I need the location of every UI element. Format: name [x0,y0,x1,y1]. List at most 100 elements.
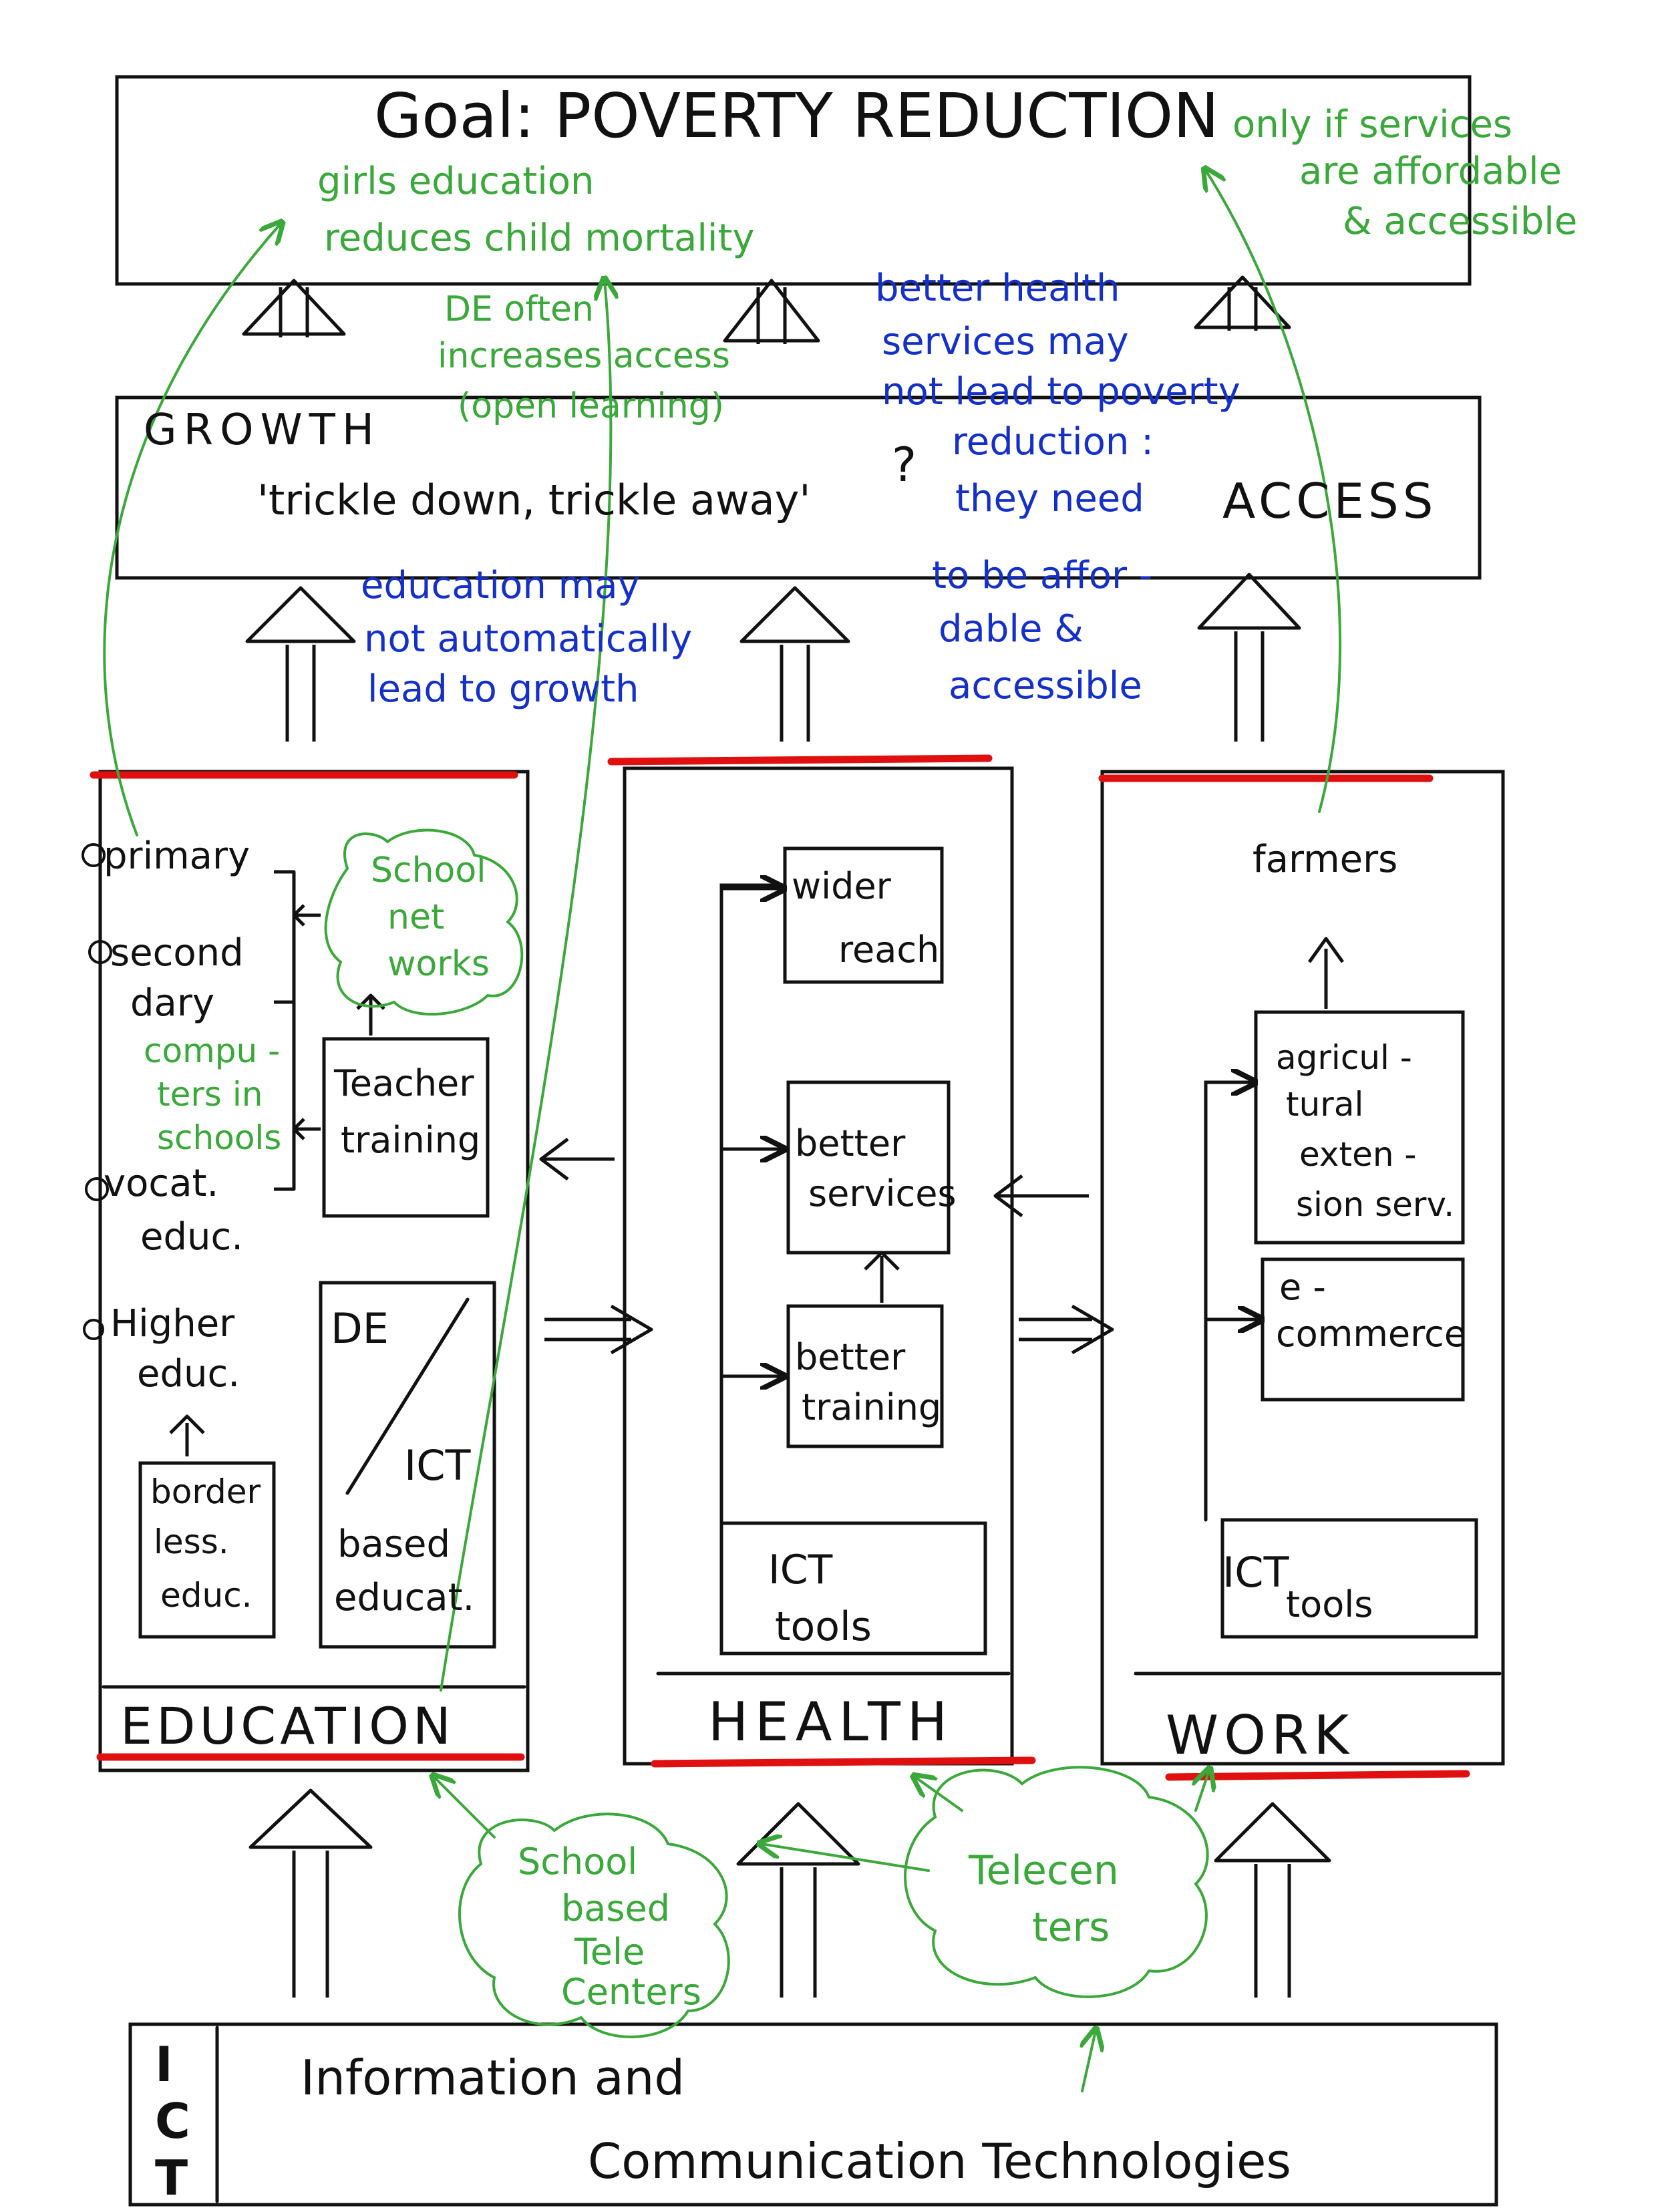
work-red-bottom [1165,1770,1470,1781]
note-dable: dable & [939,607,1084,651]
growth-title: GROWTH [144,406,381,455]
arrow-left-icon [539,1138,615,1180]
arrow-up-icon [356,993,385,1036]
edu-vocat-2: educ. [140,1215,243,1259]
arrow-up-icon [864,1251,900,1303]
edu-higher-1: Higher [110,1302,235,1346]
teacher-training-1: Teacher [333,1062,474,1104]
health-red-top [607,754,993,766]
arrow-up-icon [723,279,820,344]
note-they-need: they need [955,477,1144,520]
note-better-health: better health [875,267,1120,310]
ecommerce-1: e - [1279,1266,1326,1308]
telecenters-1: Telecen [968,1847,1119,1894]
wider-reach-2: reach [838,929,939,971]
ict-label: ICT [404,1441,472,1490]
goal-box [115,75,1472,286]
arrow-up-icon [248,1788,373,1998]
education-column [98,770,530,1772]
school-networks-2: net [387,897,444,937]
ict-based-1: based [337,1523,450,1566]
note-lead-to-growth: lead to growth [367,667,639,711]
note-accessible-blue: accessible [949,664,1142,707]
note-to-be-affordable: to be affor - [932,554,1152,597]
ict-letter-c: C [155,2093,190,2149]
note-de-often: DE often [444,289,594,329]
work-label: WORK [1166,1704,1354,1766]
computers-3: schools [157,1118,281,1157]
health-red-bottom [651,1756,1036,1768]
growth-access: ACCESS [1222,473,1437,529]
health-ict-tools-2: tools [775,1603,872,1650]
agricultural-2: tural [1286,1085,1363,1124]
wider-reach-1: wider [792,865,892,907]
agricultural-3: exten - [1299,1135,1416,1174]
ict-line-1: Information and [301,2050,685,2106]
borderless-3: educ. [160,1576,253,1615]
agricultural-4: sion serv. [1296,1185,1454,1224]
ict-based-2: educat. [334,1576,474,1619]
edu-secondary-1: second [110,931,244,975]
arrow-up-icon [169,1414,205,1456]
school-networks-3: works [387,944,490,984]
note-accessible: & accessible [1343,200,1577,243]
education-label: EDUCATION [120,1696,455,1756]
arrow-up-icon [736,1802,860,1998]
ecommerce-2: commerce [1276,1313,1466,1355]
growth-box [115,396,1482,580]
note-child-mortality: reduces child mortality [324,216,755,260]
note-education-may: education may [361,564,640,607]
note-only-if-services: only if services [1232,103,1512,146]
telecenters-school-4: Centers [561,1971,701,2013]
teacher-training-2: training [341,1119,480,1161]
note-reduction: reduction : [952,420,1154,464]
note-not-automatically: not automatically [364,617,692,661]
borderless-2: less. [154,1523,229,1561]
note-services-may: services may [882,320,1129,363]
growth-quote: 'trickle down, trickle away' [257,476,810,524]
arrow-up-icon [242,279,346,337]
agricultural-1: agricul - [1276,1038,1412,1077]
work-column [1100,770,1505,1766]
better-training-2: training [802,1386,941,1428]
edu-secondary-2: dary [130,981,214,1025]
better-services-1: better [795,1122,906,1164]
health-label: HEALTH [708,1691,954,1753]
arrow-right-icon [544,1304,653,1355]
arrow-up-icon [245,586,356,742]
work-ict-tools-2: tools [1286,1583,1373,1625]
edu-primary: primary [104,834,250,878]
farmers-label: farmers [1253,838,1397,881]
goal-title: Goal: POVERTY REDUCTION [374,80,1219,152]
telecenters-cloud [904,1766,1209,1998]
edu-vocat-1: vocat. [104,1162,218,1205]
better-training-1: better [795,1336,906,1378]
bullet-icon [81,843,112,1340]
telecenters-school-3: Tele [574,1931,645,1973]
ict-line-2: Communication Technologies [588,2133,1291,2189]
arrow-up-icon [1194,275,1291,331]
note-girls-education: girls education [317,160,595,203]
work-ict-tools-1: ICT [1222,1548,1290,1597]
borderless-1: border [150,1472,261,1511]
school-networks-1: School [371,850,486,891]
edu-higher-2: educ. [137,1352,240,1396]
note-not-lead-to-poverty: not lead to poverty [882,370,1240,414]
note-open-learning: (open learning) [458,386,724,426]
telecenters-2: ters [1032,1904,1110,1951]
telecenters-school-2: based [561,1887,670,1929]
ict-letter-t: T [155,2150,188,2206]
computers-2: ters in [157,1075,263,1114]
growth-question: ? [892,438,917,492]
arrow-right-icon [1019,1304,1114,1355]
telecenters-school-1: School [518,1841,637,1883]
school-telecenters-cloud [458,1812,730,2038]
health-ict-tools-1: ICT [768,1547,833,1593]
note-increases-access: increases access [438,336,730,376]
de-label: DE [331,1304,389,1353]
ict-letter-i: I [155,2036,173,2092]
arrow-left-icon [993,1174,1089,1217]
arrow-up-icon [739,586,850,742]
ict-box [128,2022,1498,2207]
